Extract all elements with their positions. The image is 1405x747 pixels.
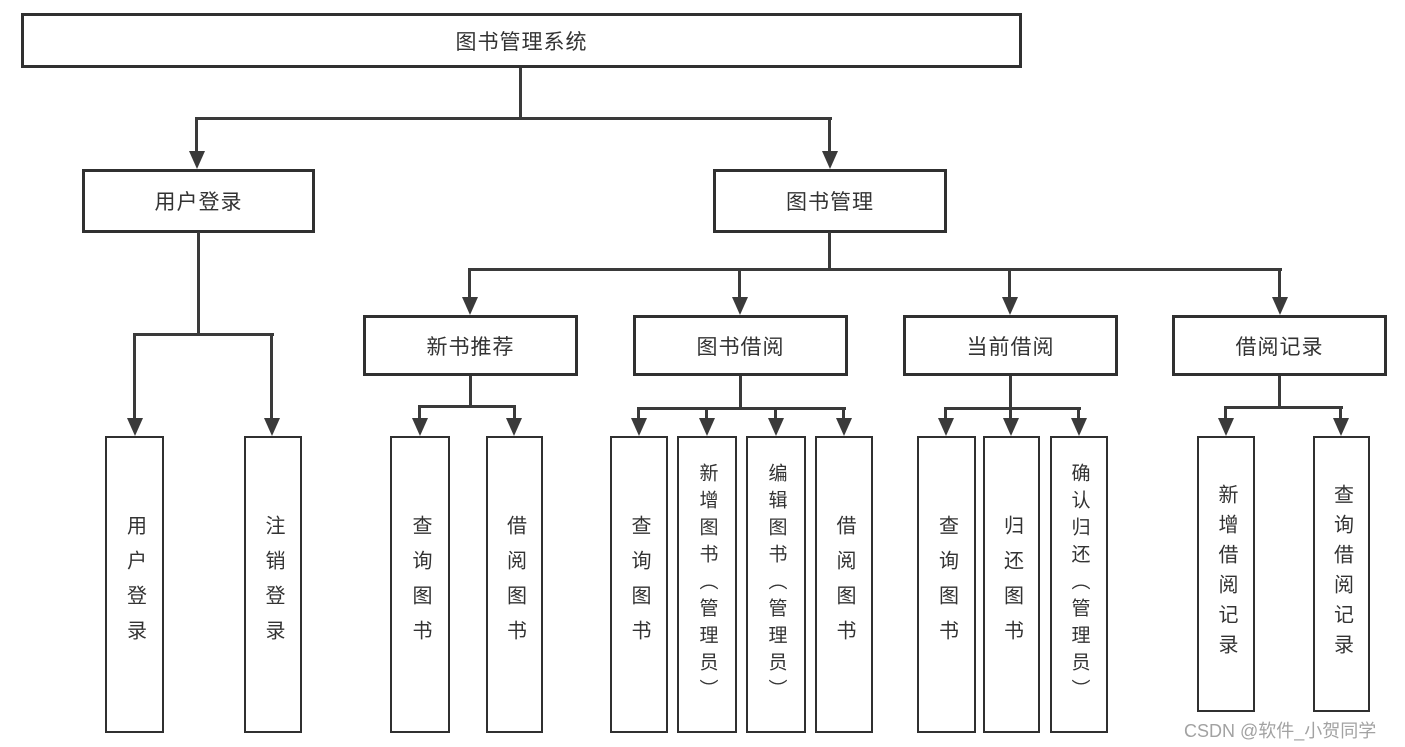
connector-stem [705,407,708,421]
arrow-down-icon [1002,297,1018,315]
arrow-down-icon [462,297,478,315]
connector-root-drop [519,68,522,118]
leaf-label: 新增借阅记录 [1215,484,1237,664]
connector-book-management-drop [828,232,831,270]
arrow-down-icon [412,418,428,436]
node-library-management-system: 图书管理系统 [21,13,1022,68]
arrow-down-icon [1218,418,1234,436]
leaf-logout: 注销登录 [244,436,302,733]
node-label: 图书管理系统 [455,30,588,54]
connector-stem-current-borrow [1008,268,1011,300]
leaf-label: 用户登录 [123,514,146,655]
connector-stem [774,407,777,421]
connector-stem [1009,407,1012,421]
leaf-confirm-return-admin: 确认归还（管理员） [1050,436,1108,733]
leaf-query-books-current: 查询图书 [917,436,976,733]
connector-stem-new-book [468,268,471,300]
leaf-edit-books-admin: 编辑图书（管理员） [746,436,806,733]
arrow-down-icon [1333,418,1349,436]
leaf-label: 新增图书（管理员） [696,463,718,706]
leaf-add-borrow-record: 新增借阅记录 [1197,436,1255,712]
leaf-label: 归还图书 [1000,514,1023,655]
arrow-down-icon [822,151,838,169]
connector-stem-book-borrow [738,268,741,300]
connector-stem [944,407,947,421]
connector-level2-bus [195,117,832,120]
connector-user-login-bus [133,333,274,336]
arrow-down-icon [1272,297,1288,315]
connector-borrow-records-drop [1278,376,1281,408]
arrow-down-icon [1003,418,1019,436]
node-book-borrowing: 图书借阅 [633,315,848,376]
arrow-down-icon [699,418,715,436]
connector-stem [418,405,421,421]
node-label: 图书借阅 [696,335,785,359]
leaf-label: 借阅图书 [833,514,855,655]
leaf-label: 查询借阅记录 [1330,484,1353,664]
leaf-query-books-borrowing: 查询图书 [610,436,668,733]
arrow-down-icon [836,418,852,436]
leaf-label: 查询图书 [409,514,431,655]
leaf-label: 注销登录 [262,514,284,655]
connector-level3-bus [468,268,1282,271]
arrow-down-icon [938,418,954,436]
connector-new-book-bus [418,405,516,408]
node-current-borrowing: 当前借阅 [903,315,1118,376]
connector-borrow-records-bus [1224,406,1343,409]
csdn-watermark: CSDN @软件_小贺同学 [1184,721,1377,741]
leaf-query-books-recommend: 查询图书 [390,436,450,733]
connector-stem-leaf-logout [270,333,273,421]
connector-new-book-drop [469,376,472,407]
arrow-down-icon [768,418,784,436]
leaf-borrow-books: 借阅图书 [815,436,873,733]
leaf-query-borrow-record: 查询借阅记录 [1313,436,1370,712]
arrow-down-icon [127,418,143,436]
node-user-login-branch: 用户登录 [82,169,315,233]
leaf-label: 借阅图书 [503,514,526,655]
connector-stem-borrow-records [1278,268,1281,300]
connector-current-borrow-bus [944,407,1081,410]
node-label: 新书推荐 [426,335,515,359]
connector-stem [842,407,845,421]
node-label: 当前借阅 [966,335,1055,359]
connector-book-borrow-drop [739,376,742,409]
node-new-book-recommend: 新书推荐 [363,315,578,376]
connector-stem-user-login [195,117,198,154]
node-label: 用户登录 [154,191,243,214]
connector-current-borrow-drop [1009,376,1012,409]
connector-stem [1339,406,1342,421]
node-book-management-branch: 图书管理 [713,169,947,233]
node-label: 借阅记录 [1235,335,1324,359]
leaf-borrow-books-recommend: 借阅图书 [486,436,543,733]
connector-stem-leaf-user-login [133,333,136,421]
node-label: 图书管理 [786,191,874,214]
arrow-down-icon [189,151,205,169]
connector-book-borrow-bus [637,407,846,410]
connector-stem [1224,406,1227,421]
arrow-down-icon [506,418,522,436]
leaf-add-books-admin: 新增图书（管理员） [677,436,737,733]
arrow-down-icon [732,297,748,315]
connector-user-login-drop [197,232,200,334]
arrow-down-icon [1071,418,1087,436]
leaf-label: 查询图书 [935,514,958,655]
leaf-label: 查询图书 [628,514,650,655]
connector-stem [513,405,516,421]
node-borrowing-records: 借阅记录 [1172,315,1387,376]
connector-stem [1077,407,1080,421]
arrow-down-icon [631,418,647,436]
leaf-label: 编辑图书（管理员） [765,463,787,706]
leaf-label: 确认归还（管理员） [1068,463,1090,706]
connector-stem-book-management [828,117,831,154]
leaf-user-login: 用户登录 [105,436,164,733]
arrow-down-icon [264,418,280,436]
leaf-return-books: 归还图书 [983,436,1040,733]
connector-stem [637,407,640,421]
